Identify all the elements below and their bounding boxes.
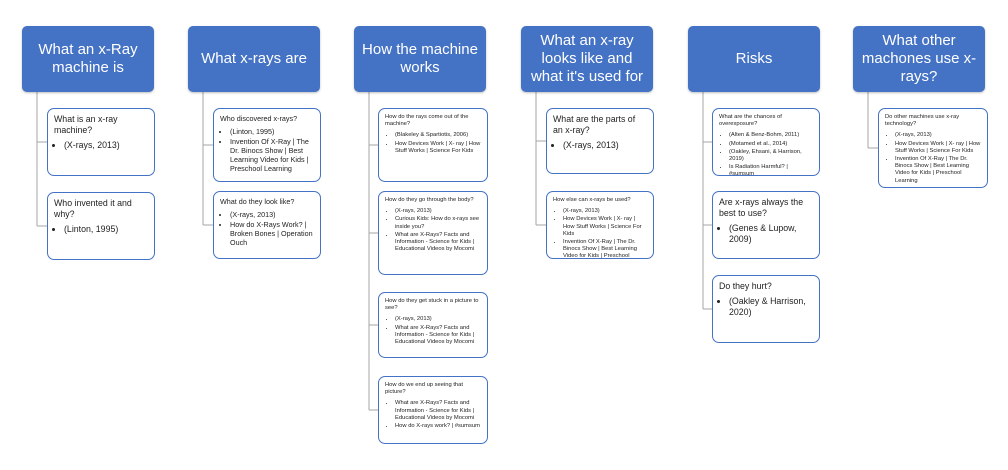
reference-item: (X-rays, 2013) xyxy=(895,132,981,139)
topic-question: What are the chances of overexposure? xyxy=(719,114,782,128)
reference-item: Invention Of X-Ray | The Dr. Binocs Show… xyxy=(895,156,981,185)
reference-item: (Linton, 1995) xyxy=(64,224,148,235)
topic-question: How do we end up seeing that picture? xyxy=(385,382,463,396)
reference-item: How Devices Work | X- ray | How Stuff Wo… xyxy=(395,141,481,155)
reference-item: What are X-Rays? Facts and Information -… xyxy=(395,400,481,422)
topic-box-how-do-they-get-stuck-in-a-picture-to-se: How do they get stuck in a picture to se… xyxy=(378,292,488,358)
reference-item: (Genes & Lupow, 2009) xyxy=(729,223,813,245)
topic-question: How do they go through the body? xyxy=(385,197,474,203)
topic-box-do-other-machines-use-x-ray-technology: Do other machines use x-ray technology? (… xyxy=(878,108,988,188)
reference-item: (X-rays, 2013) xyxy=(64,140,148,151)
reference-item: How do X-Rays Work? | Broken Bones | Ope… xyxy=(230,220,314,247)
reference-list: (X-rays, 2013)Curious Kids: How do x-ray… xyxy=(385,208,481,253)
reference-list: (X-rays, 2013) xyxy=(54,140,148,151)
reference-item: (Alten & Benz-Bohm, 2011) xyxy=(729,132,813,139)
topic-question: What are the parts of an x-ray? xyxy=(553,114,636,135)
reference-item: Is Radiation Harmful? | #sumsum xyxy=(729,164,813,175)
reference-item: (Oakley & Harrison, 2020) xyxy=(729,296,813,318)
reference-item: Invention Of X-Ray | The Dr. Binocs Show… xyxy=(230,137,314,173)
header-how-the-machine-works: How the machine works xyxy=(354,26,486,92)
reference-list: (Linton, 1995) xyxy=(54,224,148,235)
topic-question: What is an x-ray machine? xyxy=(54,114,118,135)
topic-question: How do they get stuck in a picture to se… xyxy=(385,298,479,312)
reference-list: (Linton, 1995)Invention Of X-Ray | The D… xyxy=(220,127,314,173)
reference-list: (X-rays, 2013)How do X-Rays Work? | Brok… xyxy=(220,210,314,247)
reference-list: (Blakeley & Spartiotis, 2006) How Devices… xyxy=(385,132,481,155)
topic-question: Are x-rays always the best to use? xyxy=(719,197,804,218)
topic-box-who-discovered-x-rays: Who discovered x-rays? (Linton, 1995)Inve… xyxy=(213,108,321,182)
reference-list: (X-rays, 2013) How Devices Work | X- ray … xyxy=(885,132,981,184)
header-risks: Risks xyxy=(688,26,820,92)
topic-box-do-they-hurt: Do they hurt? (Oakley & Harrison, 2020) xyxy=(712,275,820,343)
header-what-x-rays-are: What x-rays are xyxy=(188,26,320,92)
reference-item: What are X-Rays? Facts and Information -… xyxy=(395,232,481,254)
reference-list: (X-rays, 2013) What are X-Rays? Facts and… xyxy=(385,316,481,346)
topic-box-how-do-we-end-up-seeing-that-picture: How do we end up seeing that picture? Wha… xyxy=(378,376,488,444)
topic-box-are-x-rays-always-the-best-to-use: Are x-rays always the best to use? (Genes… xyxy=(712,191,820,259)
topic-question: Who discovered x-rays? xyxy=(220,114,298,123)
reference-item: (X-rays, 2013) xyxy=(230,210,314,219)
topic-question: Do they hurt? xyxy=(719,281,772,291)
topic-question: How do the rays come out of the machine? xyxy=(385,114,469,128)
reference-list: What are X-Rays? Facts and Information -… xyxy=(385,400,481,430)
topic-box-what-do-they-look-like: What do they look like? (X-rays, 2013)How… xyxy=(213,191,321,259)
topic-question: What do they look like? xyxy=(220,197,295,206)
reference-item: (X-rays, 2013) xyxy=(395,316,481,323)
topic-question: Do other machines use x-ray technology? xyxy=(885,114,960,128)
reference-list: (Alten & Benz-Bohm, 2011) (Motamed et al.… xyxy=(719,132,813,175)
header-what-an-x-ray-machine-is: What an x-Ray machine is xyxy=(22,26,154,92)
topic-box-what-are-the-parts-of-an-x-ray: What are the parts of an x-ray? (X-rays, … xyxy=(546,108,654,174)
reference-item: How Devices Work | X- ray | How Stuff Wo… xyxy=(895,141,981,155)
reference-item: Invention Of X-Ray | The Dr. Binocs Show… xyxy=(563,239,647,258)
reference-item: (X-rays, 2013) xyxy=(563,208,647,215)
reference-item: What are X-Rays? Facts and Information -… xyxy=(395,325,481,347)
reference-item: (Motamed et al., 2014) xyxy=(729,141,813,148)
topic-box-who-invented-it-and-why: Who invented it and why? (Linton, 1995) xyxy=(47,192,155,260)
reference-list: (Oakley & Harrison, 2020) xyxy=(719,296,813,318)
reference-item: (Oakley, Ehsani, & Harrison, 2019) xyxy=(729,149,813,163)
topic-box-how-do-the-rays-come-out-of-the-machine: How do the rays come out of the machine?… xyxy=(378,108,488,182)
topic-box-how-else-can-x-rays-be-used: How else can x-rays be used? (X-rays, 201… xyxy=(546,191,654,259)
header-what-an-x-ray-looks-like-and-what-it-s-u: What an x-ray looks like and what it's u… xyxy=(521,26,653,92)
topic-question: How else can x-rays be used? xyxy=(553,197,631,203)
topic-box-what-is-an-x-ray-machine: What is an x-ray machine? (X-rays, 2013) xyxy=(47,108,155,176)
header-what-other-machones-use-x-rays: What other machones use x-rays? xyxy=(853,26,985,92)
topic-question: Who invented it and why? xyxy=(54,198,132,219)
topic-box-what-are-the-chances-of-overexposure: What are the chances of overexposure? (Al… xyxy=(712,108,820,176)
reference-item: (Linton, 1995) xyxy=(230,127,314,136)
reference-list: (Genes & Lupow, 2009) xyxy=(719,223,813,245)
reference-item: Curious Kids: How do x-rays see inside y… xyxy=(395,216,481,230)
reference-list: (X-rays, 2013)How Devices Work | X- ray … xyxy=(553,208,647,258)
reference-item: (Blakeley & Spartiotis, 2006) xyxy=(395,132,481,139)
topic-box-how-do-they-go-through-the-body: How do they go through the body? (X-rays,… xyxy=(378,191,488,275)
reference-item: (X-rays, 2013) xyxy=(563,140,647,151)
reference-item: (X-rays, 2013) xyxy=(395,208,481,215)
reference-list: (X-rays, 2013) xyxy=(553,140,647,151)
reference-item: How do X-rays work? | #sumsum xyxy=(395,423,481,430)
reference-item: How Devices Work | X- ray | How Stuff Wo… xyxy=(563,216,647,238)
